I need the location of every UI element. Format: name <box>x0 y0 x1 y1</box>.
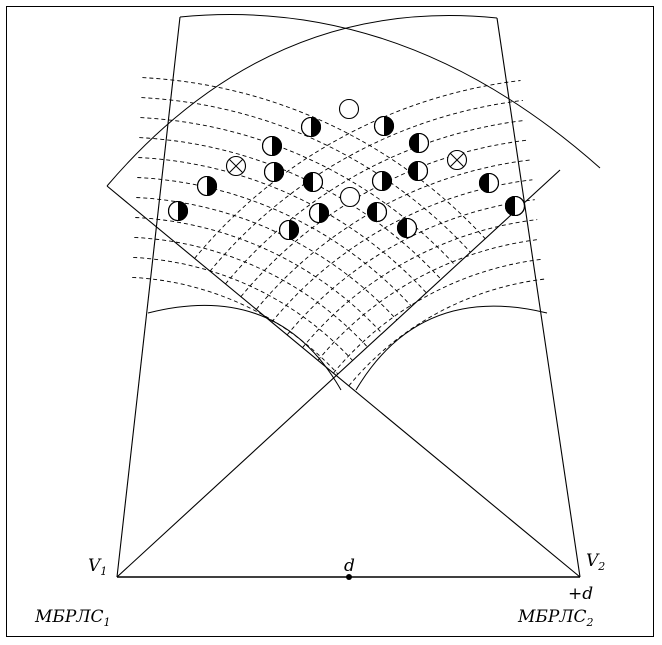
label-v1: V1 <box>88 556 107 578</box>
target-marker-half_right <box>396 217 418 239</box>
target-marker-half_left <box>371 170 393 192</box>
target-marker-half_right <box>504 195 526 217</box>
grid-arc-radar2 <box>255 159 531 310</box>
inner-arc-right <box>355 305 548 391</box>
target-marker-half_right <box>408 132 430 154</box>
target-marker-empty <box>338 98 360 120</box>
beam-left-radar <box>116 169 561 578</box>
grid-arc-radar1 <box>133 256 353 361</box>
label-radar2: МБРЛС2 <box>517 607 594 629</box>
target-marker-half_right <box>478 172 500 194</box>
grid-arc-radar2 <box>225 119 526 285</box>
label-plus-d: +d <box>568 584 593 604</box>
label-d: d <box>344 556 355 576</box>
grid-arc-radar1 <box>138 157 427 294</box>
target-marker-half_left <box>300 116 322 138</box>
label-radar1: МБРЛС1 <box>34 607 111 629</box>
grid-arc-radar2 <box>348 278 545 387</box>
outer-arc-radar1 <box>179 14 601 169</box>
target-marker-half_left <box>167 200 189 222</box>
grid-arc-radar2 <box>240 139 528 297</box>
target-marker-half_right <box>366 201 388 223</box>
grid-arc-radar2 <box>333 258 542 374</box>
inner-arc-left <box>147 304 342 391</box>
dashed-range-grid <box>132 77 545 387</box>
grid-arc-radar2 <box>209 99 523 272</box>
target-marker-half_left <box>263 161 285 183</box>
target-marker-half_left <box>373 115 395 137</box>
grid-arc-radar1 <box>137 177 412 307</box>
grid-arc-radar1 <box>141 97 471 253</box>
target-marker-half_left <box>196 175 218 197</box>
target-marker-half_left <box>278 219 300 241</box>
baseline-midpoint <box>346 574 352 580</box>
grid-arc-radar1 <box>142 77 486 240</box>
grid-arc-radar2 <box>302 219 538 348</box>
sector-right-edge-radar2 <box>496 17 581 578</box>
target-marker-crossed <box>446 149 468 171</box>
target-marker-half_right <box>407 160 429 182</box>
target-marker-half_right <box>302 171 324 193</box>
grid-arc-radar1 <box>132 276 339 375</box>
grid-arc-radar1 <box>140 117 457 267</box>
target-marker-half_left <box>308 202 330 224</box>
beam-right-radar <box>106 185 581 578</box>
grid-arc-radar2 <box>271 179 533 323</box>
target-marker-empty <box>339 186 361 208</box>
target-marker-crossed <box>225 155 247 177</box>
label-v2: V2 <box>586 551 605 573</box>
grid-arc-radar2 <box>194 80 521 259</box>
diagram-frame <box>6 6 654 637</box>
grid-arc-radar1 <box>134 236 368 348</box>
sector-left-edge-radar1 <box>116 16 181 578</box>
target-marker-half_left <box>261 135 283 157</box>
grid-arc-radar2 <box>286 199 535 336</box>
grid-arc-radar1 <box>135 217 383 334</box>
outer-arc-radar2 <box>106 15 498 187</box>
grid-arc-radar2 <box>317 238 540 361</box>
target-markers <box>167 98 526 241</box>
